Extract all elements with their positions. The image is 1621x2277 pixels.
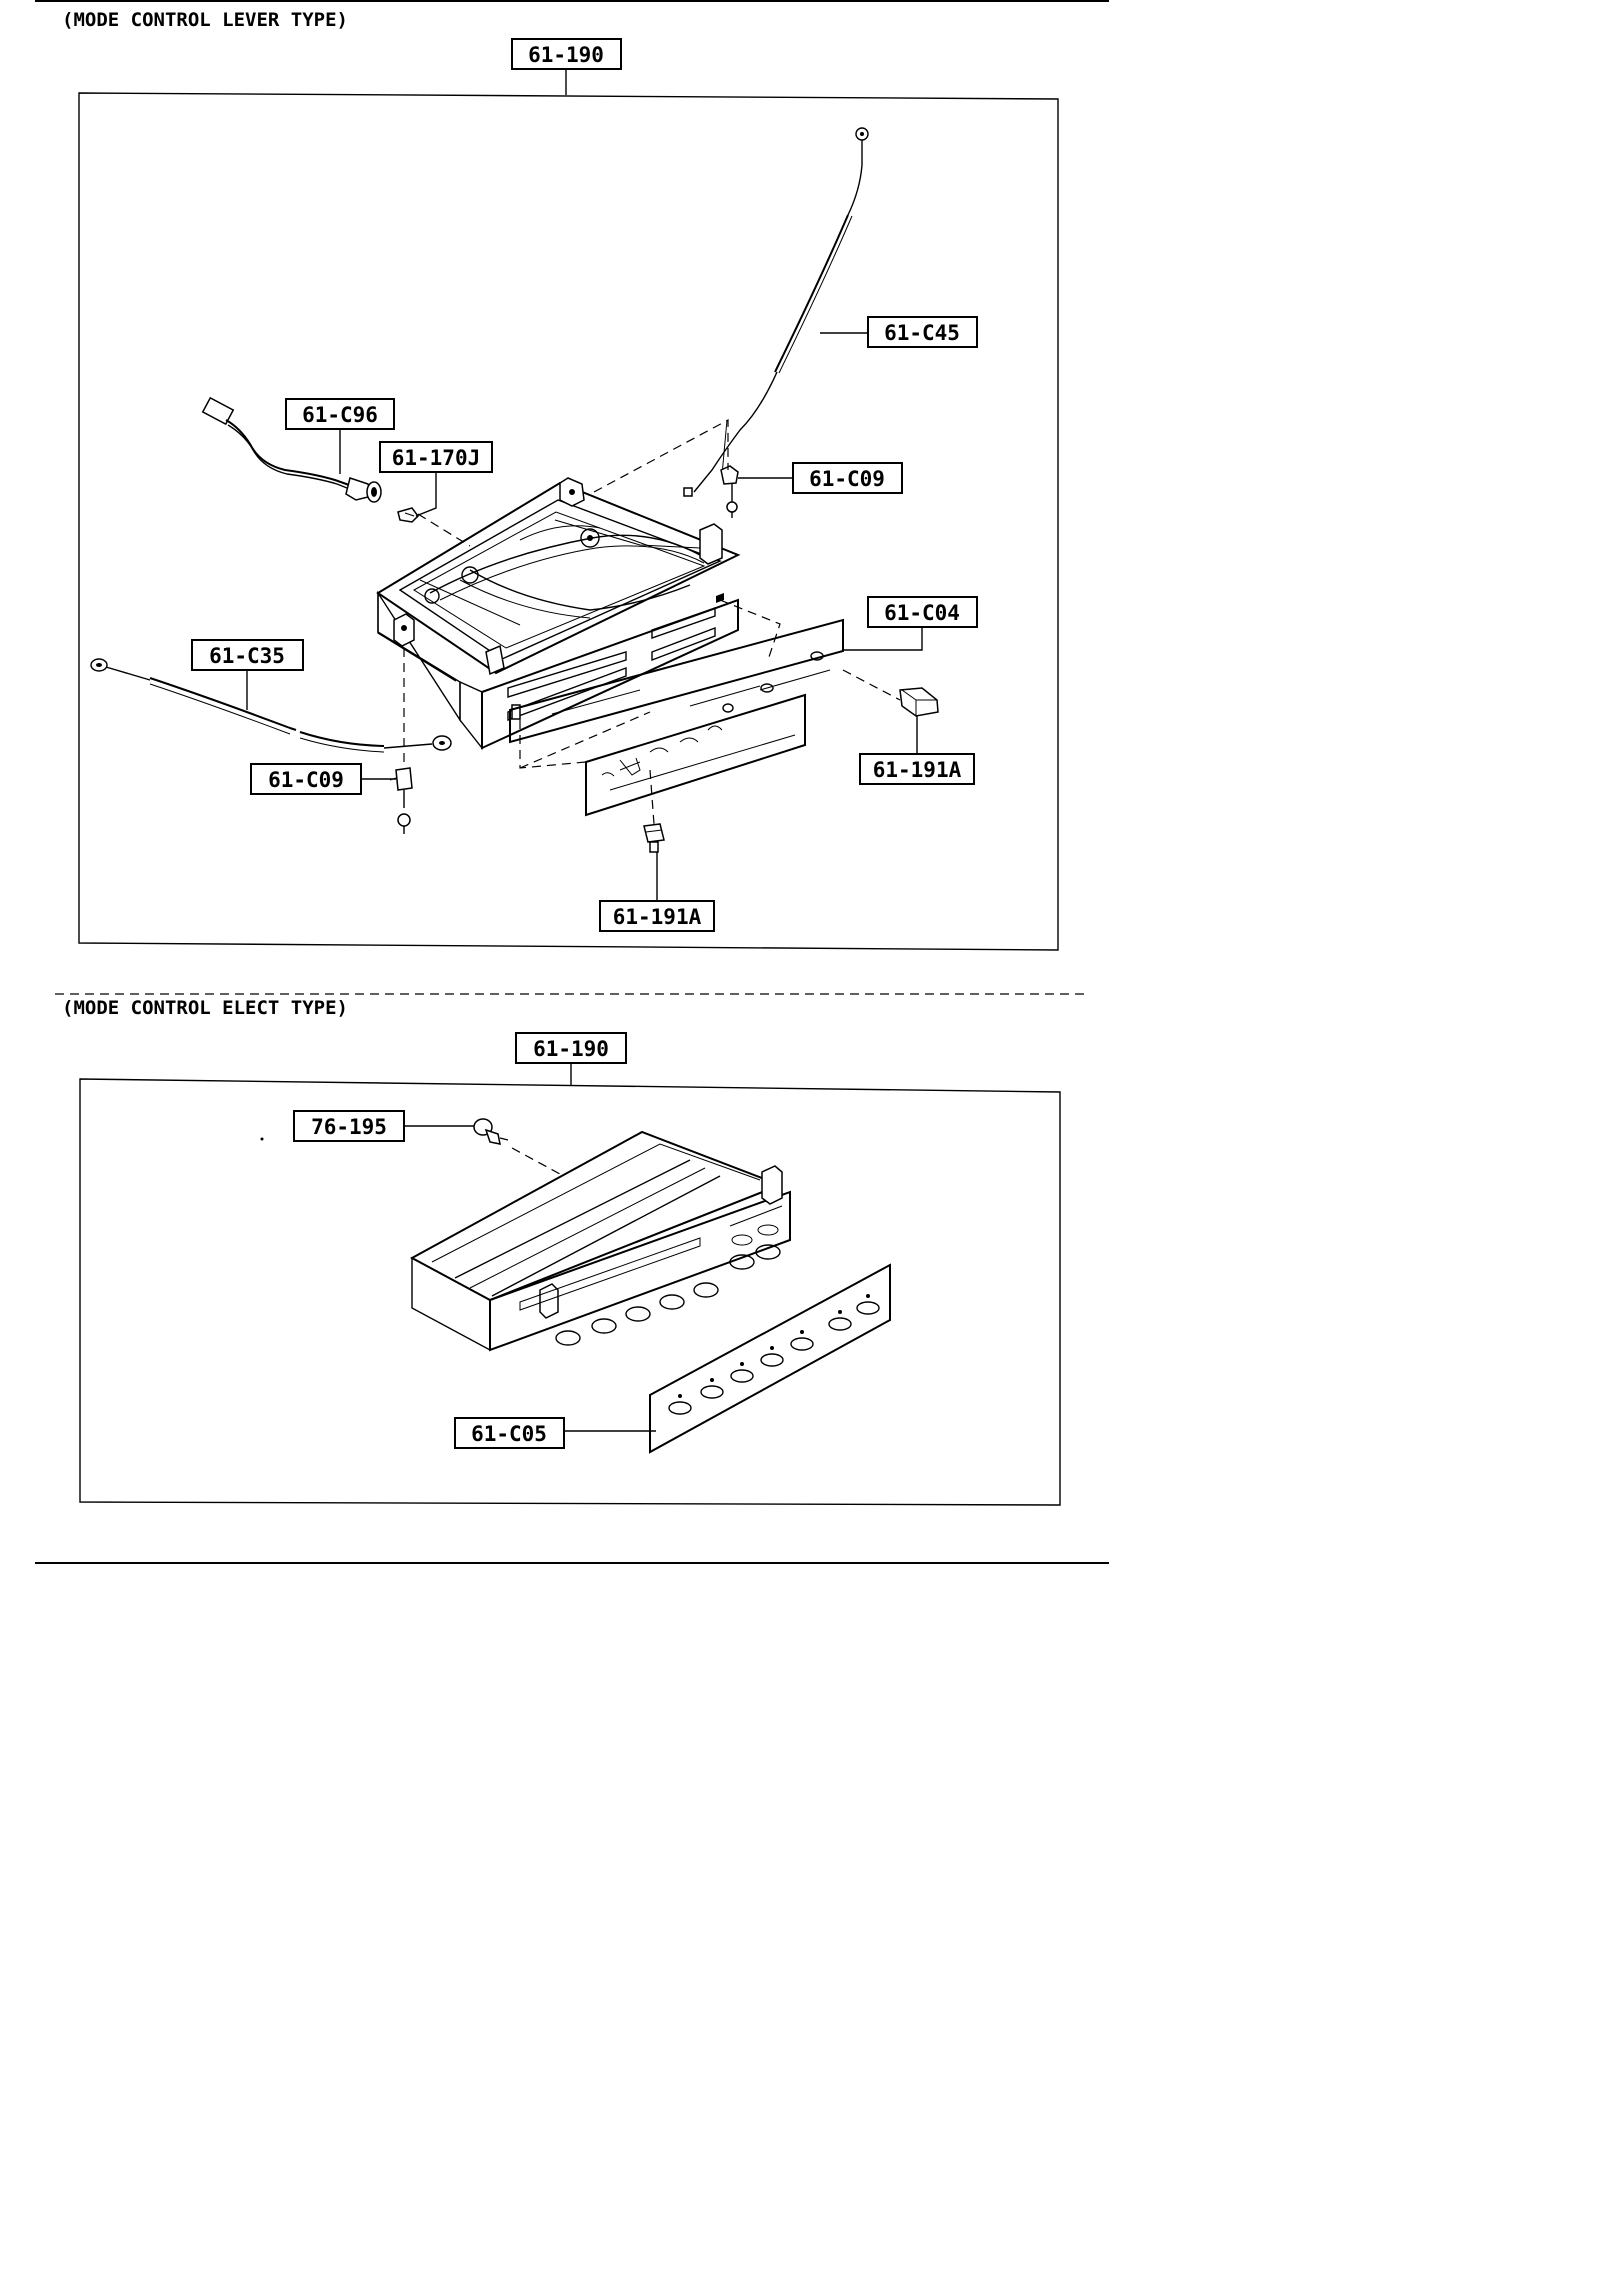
knob-61-191a-right [899,687,939,717]
harness-61-c96 [201,396,382,503]
clip-61-c09-left [389,767,413,834]
parts-diagram-page: (MODE CONTROL LEVER TYPE) 61-190 [35,0,1109,1564]
assembly-ref-elect-label: 61-190 [533,1037,609,1061]
section-elect-type: (MODE CONTROL ELECT TYPE) 61-190 [62,997,1061,1506]
callout-61-c04-label: 61-C04 [884,601,960,625]
callout-61-c09-right-label: 61-C09 [809,467,885,491]
callout-61-c96-label: 61-C96 [302,403,378,427]
section-title-elect: (MODE CONTROL ELECT TYPE) [62,997,348,1019]
assembly-ref-elect[interactable]: 61-190 [515,1032,627,1064]
assembly-dashed-lines-elect [511,1147,561,1175]
cable-61-c45 [683,127,869,497]
panel-61-c05 [649,1263,891,1454]
callout-61-c35-label: 61-C35 [209,644,285,668]
assembly-ref-lever[interactable]: 61-190 [511,38,622,70]
callout-61-c05[interactable]: 61-C05 [454,1417,565,1449]
callout-61-c45-label: 61-C45 [884,321,960,345]
face-plate-61-c04 [509,618,844,744]
callout-61-191a-right[interactable]: 61-191A [859,753,975,785]
callout-76-195[interactable]: 76-195 [293,1110,405,1142]
callout-61-c04[interactable]: 61-C04 [867,596,978,628]
callout-61-191a-bottom[interactable]: 61-191A [599,900,715,932]
callout-61-191a-bottom-label: 61-191A [613,905,702,929]
callout-61-170j[interactable]: 61-170J [379,441,493,473]
cable-61-c35 [90,658,452,753]
callout-76-195-label: 76-195 [311,1115,387,1139]
callout-61-c35[interactable]: 61-C35 [191,639,304,671]
callout-61-c96[interactable]: 61-C96 [285,398,395,430]
assembly-frame-lever [78,92,1059,951]
control-unit-elect [409,1130,791,1352]
callout-61-191a-right-label: 61-191A [873,758,962,782]
callout-61-c09-left[interactable]: 61-C09 [250,763,362,795]
callout-61-c09-right[interactable]: 61-C09 [792,462,903,494]
screw-76-195 [473,1118,509,1145]
indicator-plate-lever [585,693,806,817]
knob-61-191a-bottom [643,823,665,853]
callout-61-170j-label: 61-170J [392,446,481,470]
section-title-lever: (MODE CONTROL LEVER TYPE) [62,9,348,31]
assembly-frame-elect [79,1078,1061,1506]
bulb-61-170j [397,507,419,523]
control-unit-lever [376,477,741,751]
callout-61-c45[interactable]: 61-C45 [867,316,978,348]
section-lever-type: (MODE CONTROL LEVER TYPE) 61-190 [62,9,1059,951]
callout-61-c05-label: 61-C05 [471,1422,547,1446]
assembly-dashed-lines-lever [403,418,901,825]
assembly-ref-lever-label: 61-190 [528,43,604,67]
clip-61-c09-right [720,465,739,518]
callout-61-c09-left-label: 61-C09 [268,768,344,792]
